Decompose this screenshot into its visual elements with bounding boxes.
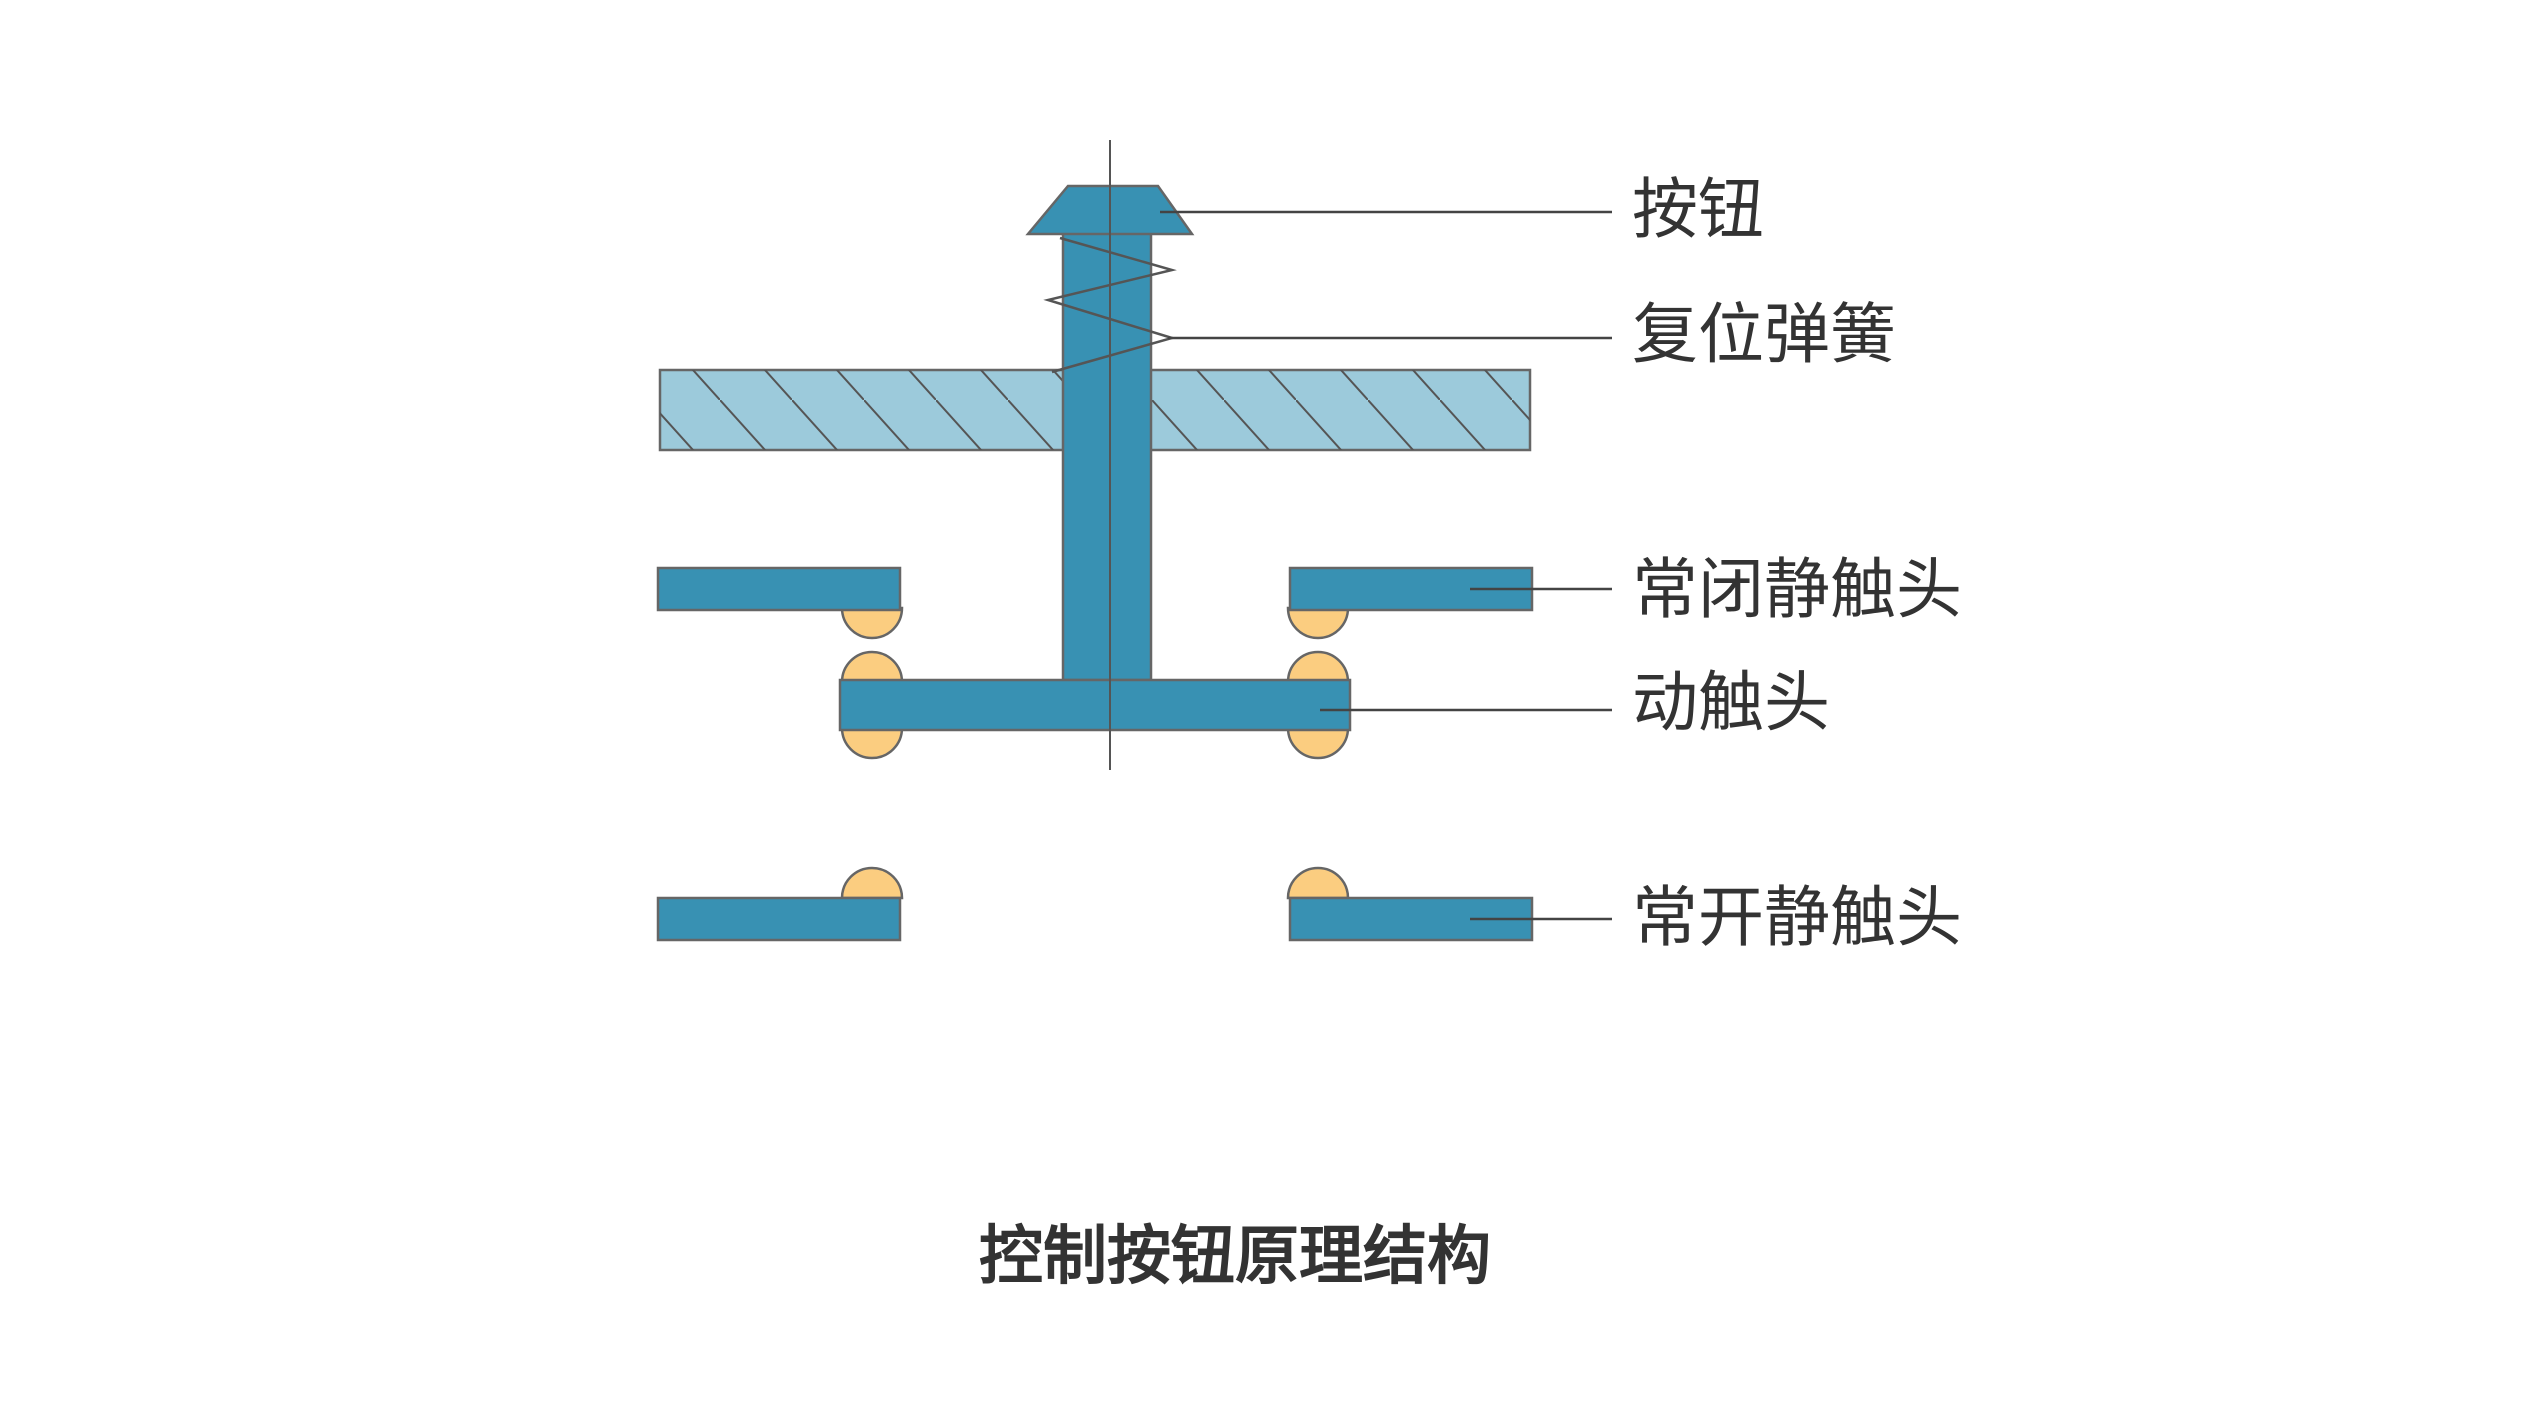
moving-contact-bar bbox=[838, 678, 1352, 732]
contact-points bbox=[840, 606, 1350, 900]
no-static-contact-left bbox=[656, 896, 902, 942]
return-spring bbox=[1043, 236, 1177, 374]
label-moving-contact: 动触头 bbox=[1632, 664, 1830, 741]
diagram-caption: 控制按钮原理结构 bbox=[979, 1220, 1491, 1294]
label-spring: 复位弹簧 bbox=[1632, 296, 1896, 373]
nc-static-contact-left bbox=[656, 566, 902, 612]
label-button: 按钮 bbox=[1632, 171, 1764, 248]
label-nc-contact: 常闭静触头 bbox=[1632, 551, 1962, 628]
button-shaft bbox=[1061, 230, 1153, 682]
label-no-contact: 常开静触头 bbox=[1632, 879, 1962, 956]
